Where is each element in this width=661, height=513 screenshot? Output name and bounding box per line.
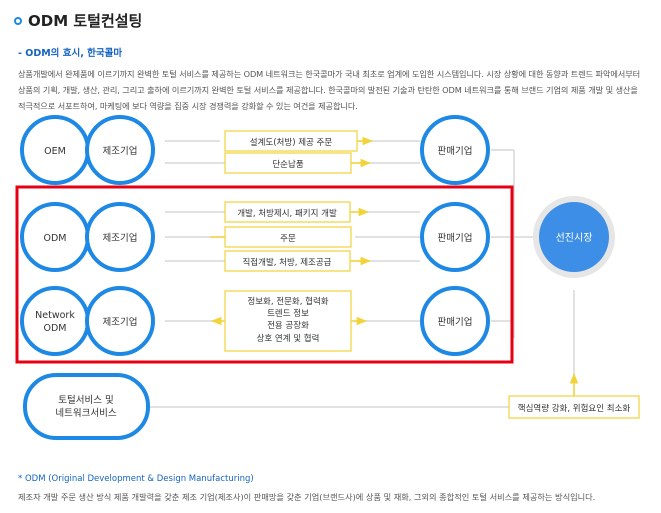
network-maker-circle [85, 286, 155, 356]
odm-flow-supply: 직접개발, 처방, 제조공급 [242, 257, 331, 268]
odm-flow-development: 개발, 처방제시, 패키지 개발 [237, 208, 337, 219]
total-service-line: 네트워크서비스 [55, 408, 116, 419]
page-title-text: ODM 토털컨설팅 [28, 12, 143, 30]
odm-maker-label: 제조기업 [103, 232, 138, 244]
odm-maker-circle [85, 202, 155, 272]
odm-label: ODM [44, 233, 67, 244]
network-flow-line: 정보화, 전문화, 협력화 [247, 296, 328, 307]
total-service-box [23, 373, 150, 440]
oem-seller-label: 판매기업 [438, 145, 473, 157]
network-flow-line: 전용 공장화 [267, 320, 309, 331]
oem-maker-label: 제조기업 [103, 145, 138, 157]
network-seller-circle [420, 286, 490, 356]
oem-maker-circle [85, 115, 155, 185]
odm-seller-label: 판매기업 [438, 232, 473, 244]
odm-flow-order: 주문 [280, 234, 296, 244]
network-maker-label: 제조기업 [103, 316, 138, 328]
footnote-title: * ODM (Original Development & Design Man… [18, 474, 254, 484]
network-seller-label: 판매기업 [438, 316, 473, 328]
network-odm-label: ODM [44, 323, 67, 334]
bullet-circle-icon [14, 16, 22, 25]
network-odm-label: Network [35, 310, 75, 321]
intro-paragraph: 상품개발에서 완제품에 이르기까지 완벽한 토털 서비스를 제공하는 ODM 네… [18, 69, 641, 111]
oem-seller-circle [420, 115, 490, 185]
total-service-line: 토털서비스 및 [58, 394, 114, 406]
market-circle [539, 202, 609, 272]
oem-label: OEM [44, 146, 66, 157]
section-subtitle: - ODM의 효시, 한국콜마 [18, 48, 123, 59]
market-label: 선진시장 [556, 232, 593, 244]
network-flow-line: 트렌드 정보 [267, 308, 309, 319]
core-competence-box: 핵심역량 강화, 위험요인 최소화 [518, 403, 631, 414]
odm-seller-circle [420, 202, 490, 272]
network-odm-circle [20, 286, 90, 356]
oem-flow-order: 설계도(처방) 제공 주문 [250, 137, 333, 148]
highlight-frame [15, 185, 514, 364]
page-title: ODM 토털컨설팅 [14, 10, 142, 31]
network-flow-line: 상호 연계 및 협력 [257, 333, 320, 344]
footnote-text: 제조자 개발 주문 생산 방식 제품 개발력을 갖춘 제조 기업(제조사)이 판… [18, 492, 596, 502]
oem-flow-delivery: 단순납품 [272, 159, 303, 170]
